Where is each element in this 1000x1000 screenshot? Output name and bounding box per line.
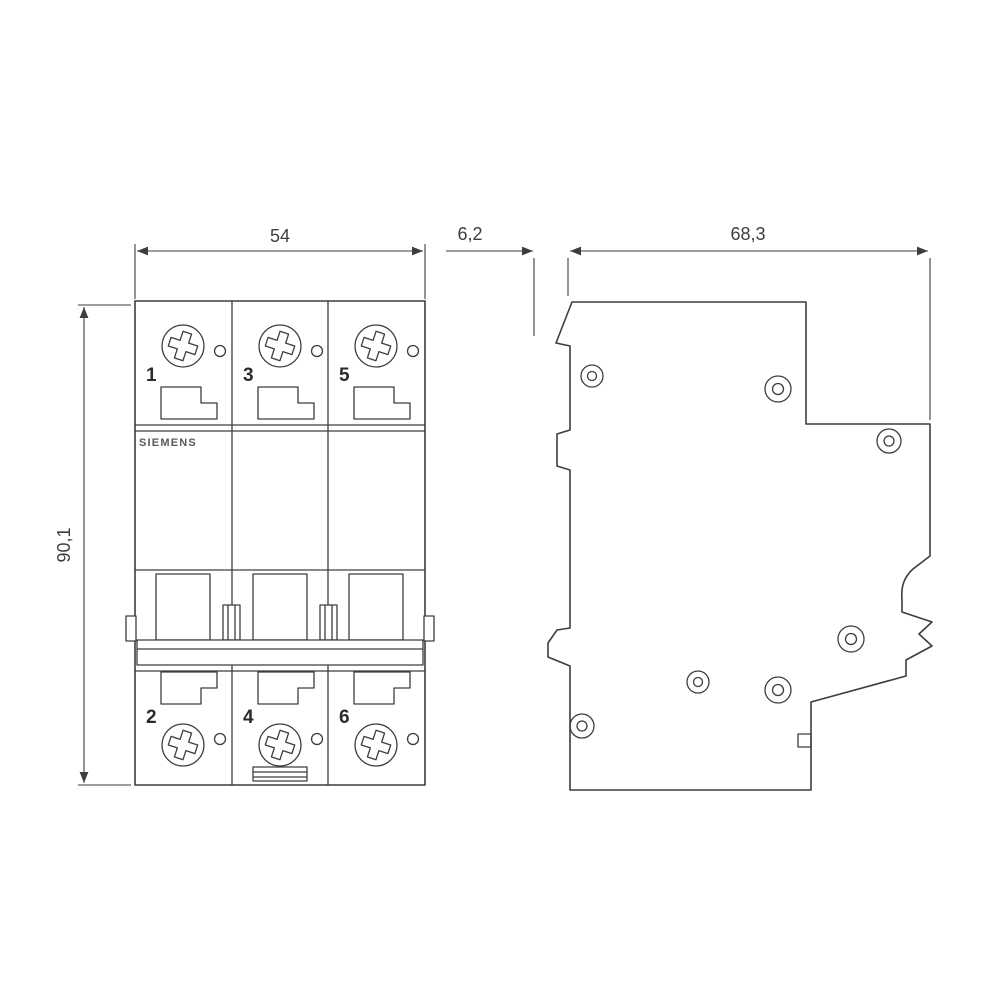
terminal-screw-3 xyxy=(258,324,324,368)
din-clip-release xyxy=(252,766,308,782)
terminal-label-4: 4 xyxy=(243,707,254,728)
width-dimension-label: 54 xyxy=(270,226,290,246)
rivet xyxy=(764,375,792,403)
test-hole-5 xyxy=(406,344,420,358)
dimension-width-54: 54 xyxy=(134,226,426,299)
terminal-screw-1 xyxy=(161,324,227,368)
terminal-screw-4 xyxy=(258,723,324,767)
test-hole-4 xyxy=(310,732,324,746)
tie-bar-end-right xyxy=(423,615,435,642)
rear-edge-notch xyxy=(797,733,812,748)
front-depth-dimension-label: 6,2 xyxy=(457,224,482,244)
tie-bar-end-left xyxy=(125,615,137,642)
test-hole-3 xyxy=(310,344,324,358)
rivet xyxy=(876,428,902,454)
clamp-detail-bottom-2 xyxy=(257,671,315,705)
clamp-detail-top-3 xyxy=(353,386,411,420)
height-dimension-label: 90,1 xyxy=(54,527,74,562)
handle-link-1 xyxy=(222,604,241,641)
test-hole-1 xyxy=(213,344,227,358)
test-hole-6 xyxy=(406,732,420,746)
front-view: 54 90,1 1 3 5 xyxy=(54,226,435,786)
rivet xyxy=(764,676,792,704)
breaker-side-profile xyxy=(547,301,933,791)
rivet xyxy=(580,364,604,388)
handle-tie-bar xyxy=(136,639,424,666)
terminal-label-6: 6 xyxy=(339,707,350,728)
rivet xyxy=(837,625,865,653)
dimension-body-depth-68-3: 68,3 xyxy=(570,224,931,420)
housing-rivets xyxy=(569,364,902,739)
terminal-screw-6 xyxy=(354,723,420,767)
dimension-front-depth-6-2: 6,2 xyxy=(446,224,569,336)
terminal-label-3: 3 xyxy=(243,365,254,386)
test-hole-2 xyxy=(213,732,227,746)
body-depth-dimension-label: 68,3 xyxy=(730,224,765,244)
rivet xyxy=(569,713,595,739)
terminal-label-5: 5 xyxy=(339,365,350,386)
clamp-detail-top-1 xyxy=(160,386,218,420)
clamp-detail-bottom-3 xyxy=(353,671,411,705)
clamp-detail-bottom-1 xyxy=(160,671,218,705)
terminal-label-1: 1 xyxy=(146,365,157,386)
handle-link-2 xyxy=(319,604,338,641)
terminal-screw-2 xyxy=(161,723,227,767)
rivet xyxy=(686,670,710,694)
clamp-detail-top-2 xyxy=(257,386,315,420)
breaker-front-body xyxy=(134,300,426,786)
terminal-screw-5 xyxy=(354,324,420,368)
dimension-height-90-1: 90,1 xyxy=(54,304,131,786)
terminal-label-2: 2 xyxy=(146,707,157,728)
side-view: 6,2 68,3 xyxy=(446,224,933,791)
brand-label: SIEMENS xyxy=(139,437,197,449)
